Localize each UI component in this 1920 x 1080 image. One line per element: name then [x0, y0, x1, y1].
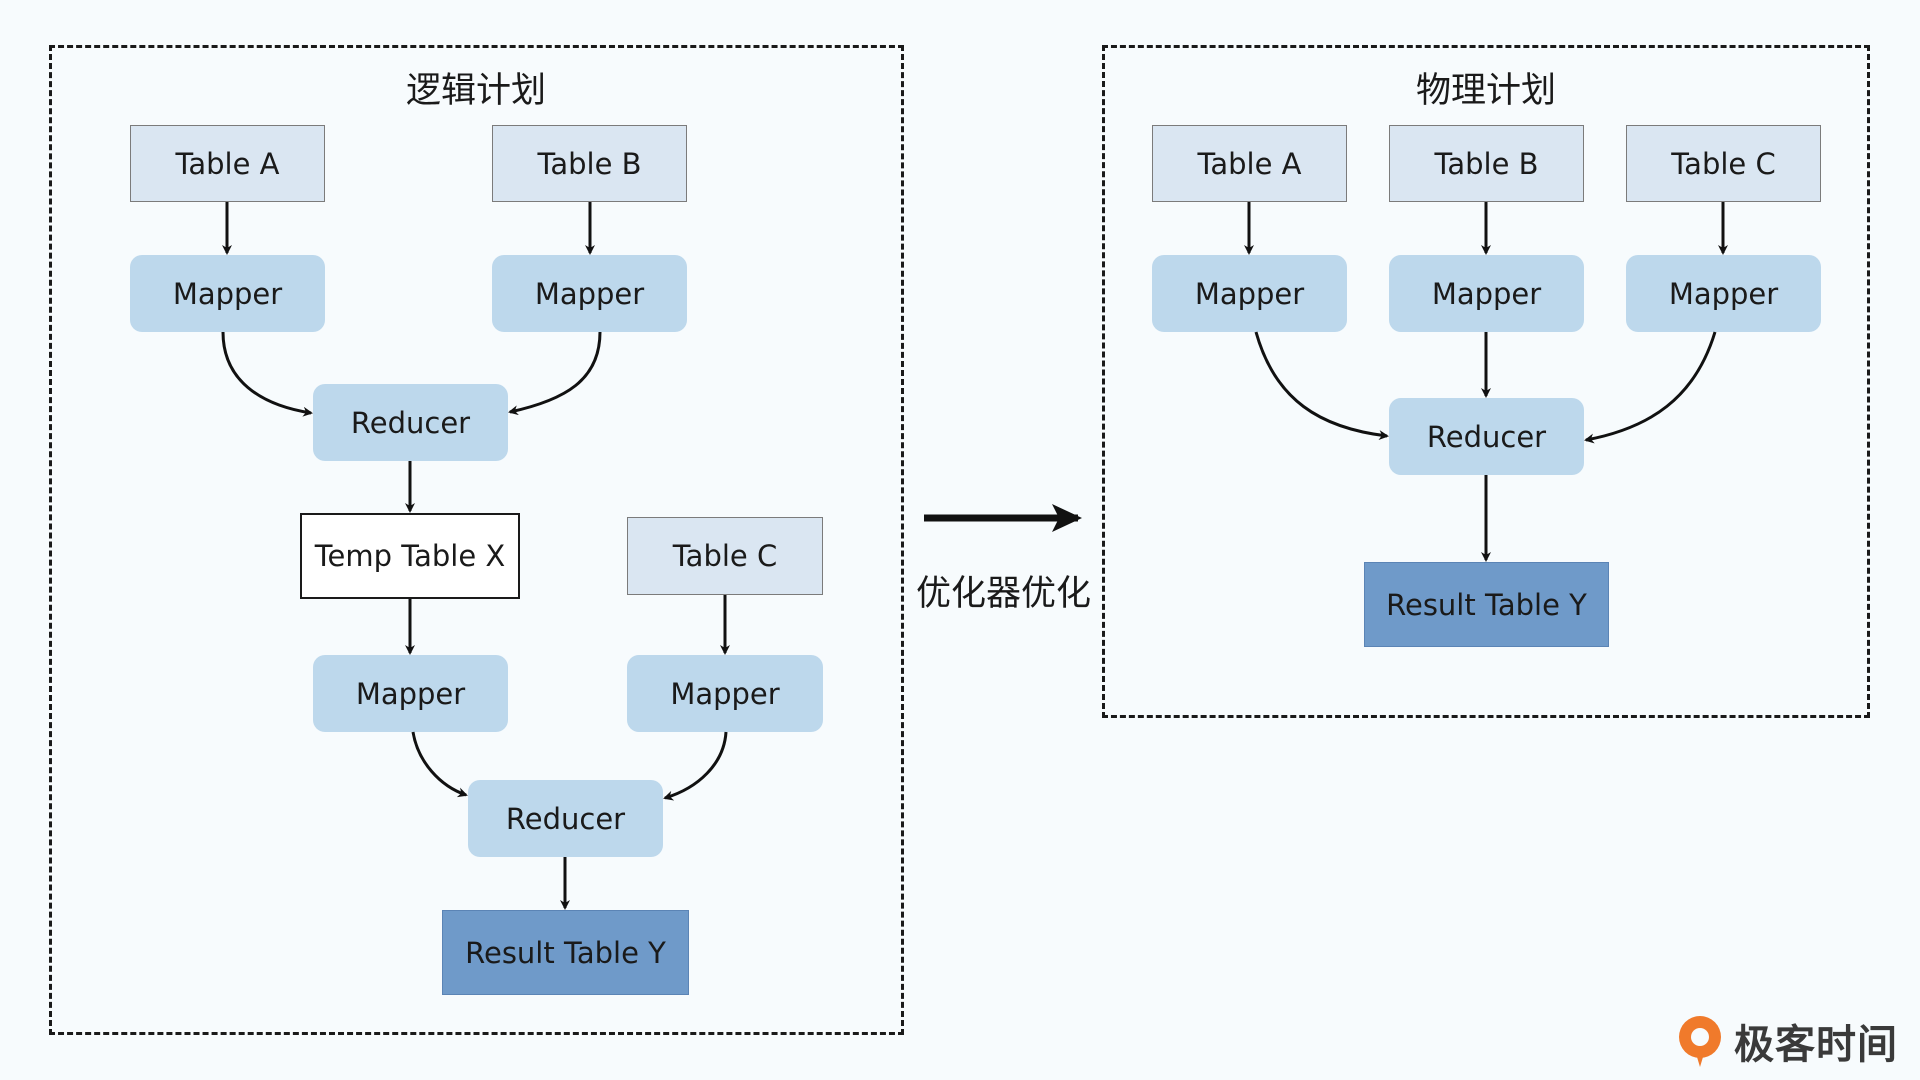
physical-table-a: Table A	[1152, 125, 1347, 202]
physical-table-c: Table C	[1626, 125, 1821, 202]
logical-mapper-a: Mapper	[130, 255, 325, 332]
physical-mapper-a: Mapper	[1152, 255, 1347, 332]
temp-table-x: Temp Table X	[300, 513, 520, 599]
geektime-logo: 极客时间	[1676, 1012, 1898, 1070]
logical-mapper-c: Mapper	[627, 655, 823, 732]
logical-table-a: Table A	[130, 125, 325, 202]
physical-result-table-y: Result Table Y	[1364, 562, 1609, 647]
geektime-logo-icon	[1679, 1016, 1721, 1067]
physical-table-b: Table B	[1389, 125, 1584, 202]
logical-mapper-b: Mapper	[492, 255, 687, 332]
logical-table-b: Table B	[492, 125, 687, 202]
logical-reducer-2: Reducer	[468, 780, 663, 857]
physical-plan-title: 物理计划	[1415, 71, 1556, 111]
logical-table-c: Table C	[627, 517, 823, 595]
geektime-logo-text: 极客时间	[1734, 1022, 1898, 1068]
logical-plan-panel	[49, 45, 904, 1035]
logical-plan-title: 逻辑计划	[405, 71, 546, 111]
logical-mapper-x: Mapper	[313, 655, 508, 732]
optimizer-label: 优化器优化	[916, 574, 1092, 614]
physical-mapper-c: Mapper	[1626, 255, 1821, 332]
logical-result-table-y: Result Table Y	[442, 910, 689, 995]
logical-reducer-1: Reducer	[313, 384, 508, 461]
physical-mapper-b: Mapper	[1389, 255, 1584, 332]
physical-reducer: Reducer	[1389, 398, 1584, 475]
physical-plan-panel	[1102, 45, 1870, 718]
